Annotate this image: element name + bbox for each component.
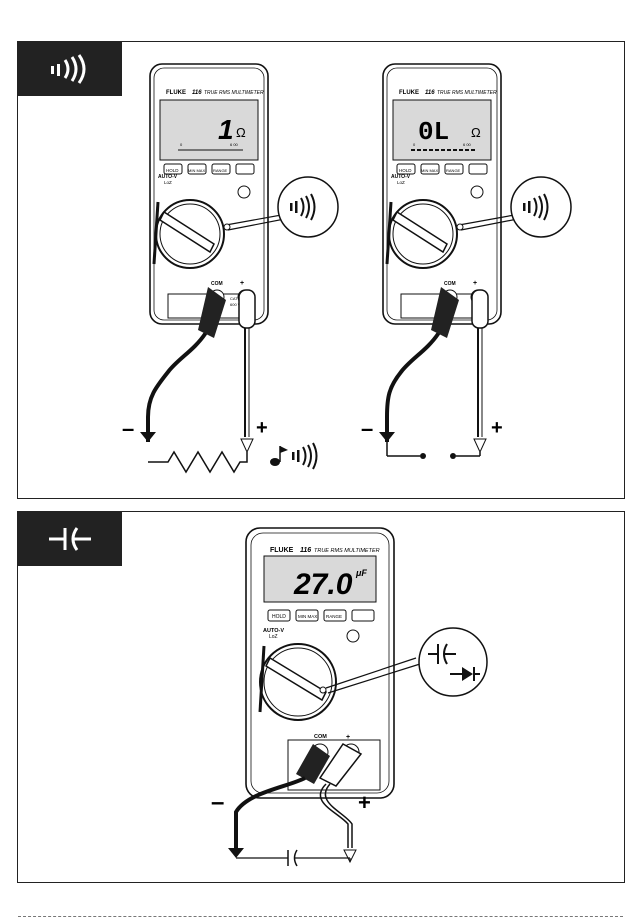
left-meter-plus: + (240, 280, 244, 287)
cap-meter-hold-label: HOLD (272, 614, 286, 620)
right-meter-subtitle: TRUE RMS MULTIMETER (437, 90, 497, 96)
right-meter-loz: LoZ (397, 180, 405, 185)
right-meter-minmax-label: MIN MAX (421, 168, 438, 173)
right-meter-plus: + (473, 280, 477, 287)
cap-plus-sign: + (358, 790, 371, 815)
cap-meter-brand: FLUKE (270, 547, 294, 554)
left-meter-minmax-label: MIN MAX (188, 168, 205, 173)
right-meter-hold-label: HOLD (399, 168, 412, 173)
right-meter-brand: FLUKE (399, 90, 419, 96)
cap-meter-subtitle: TRUE RMS MULTIMETER (314, 548, 380, 554)
right-minus-sign: – (361, 416, 373, 441)
right-plus-sign: + (491, 417, 503, 439)
right-meter-model: 116 (425, 90, 435, 96)
page-bottom-rule (18, 916, 623, 918)
left-meter-hold-label: HOLD (166, 168, 179, 173)
cap-meter-reading: 27.0 (293, 568, 353, 601)
cap-meter-plus: + (346, 734, 350, 741)
continuity-diagram: FLUKE 116 TRUE RMS MULTIMETER 1 Ω 0 6 00… (18, 42, 624, 498)
cap-meter-unit: μF (355, 568, 367, 578)
left-meter-subtitle: TRUE RMS MULTIMETER (204, 90, 264, 96)
continuity-panel: FLUKE 116 TRUE RMS MULTIMETER 1 Ω 0 6 00… (17, 41, 625, 499)
right-meter-range-label: RANGE (446, 168, 461, 173)
capacitance-panel: FLUKE 116 TRUE RMS MULTIMETER 27.0 μF HO… (17, 511, 625, 883)
cap-meter-com: COM (314, 734, 327, 740)
left-plus-sign: + (256, 417, 268, 439)
cap-meter-model: 116 (300, 547, 311, 554)
cap-minus-sign: – (211, 789, 224, 816)
left-meter-range-label: RANGE (213, 168, 228, 173)
right-meter-com: COM (444, 281, 456, 287)
left-meter-bar-end: 6 00 (230, 142, 239, 147)
cap-meter-minmax-label: MIN MAX (298, 614, 317, 619)
left-minus-sign: – (122, 416, 134, 441)
resistor-symbol (148, 452, 247, 472)
capacitor-circuit-symbol (236, 850, 350, 866)
cap-meter-range-label: RANGE (326, 614, 342, 619)
music-note-beep-icon (270, 443, 317, 469)
left-meter-brand: FLUKE (166, 90, 186, 96)
left-meter-model: 116 (192, 90, 202, 96)
right-meter-unit: Ω (471, 125, 481, 140)
left-meter-com: COM (211, 281, 223, 287)
left-meter-unit: Ω (236, 125, 246, 140)
left-meter-reading: 1 (218, 114, 234, 145)
left-meter-loz: LoZ (164, 180, 172, 185)
capacitance-diagram: FLUKE 116 TRUE RMS MULTIMETER 27.0 μF HO… (18, 512, 624, 882)
right-meter-bar-end: 6 00 (463, 142, 472, 147)
cap-meter-loz: LoZ (269, 634, 278, 640)
right-meter-reading: 0L (418, 117, 449, 147)
open-circuit-symbol (387, 442, 480, 459)
